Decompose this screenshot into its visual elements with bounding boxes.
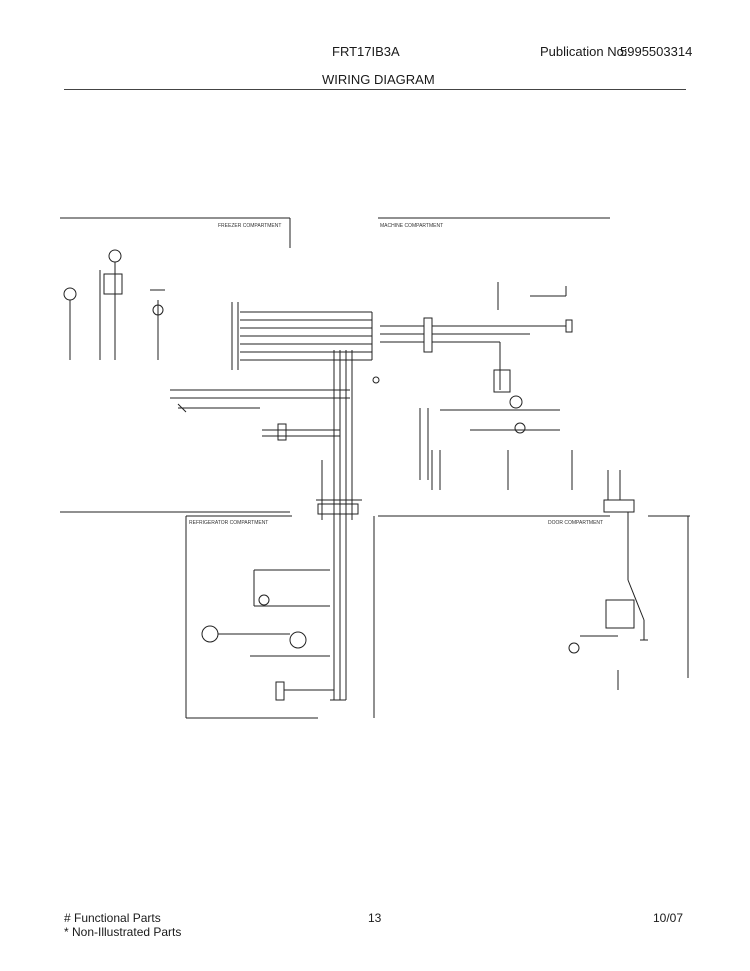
compressor-symbol [565, 319, 573, 333]
harness-connector-symbol [317, 503, 359, 515]
page-title: WIRING DIAGRAM [322, 72, 435, 87]
refrigerator-light-2-symbol [289, 631, 307, 649]
legend-functional-parts: # Functional Parts [64, 911, 161, 925]
machine-connector-symbol [423, 317, 433, 353]
defrost-heater-symbol [103, 273, 123, 295]
page-number: 13 [368, 911, 382, 925]
defrost-thermostat-symbol [63, 287, 77, 301]
section-borders [60, 217, 690, 719]
door-heater-symbol [605, 599, 635, 629]
freezer-components [63, 249, 372, 441]
refrigerator-section-label: REFRIGERATOR COMPARTMENT [189, 520, 268, 526]
condenser-fan-symbol [509, 395, 523, 409]
model-number: FRT17IB3A [332, 44, 400, 59]
damper-symbol [258, 594, 270, 606]
section-labels: FREEZER COMPARTMENT MACHINE COMPARTMENT … [189, 223, 603, 526]
machine-components [380, 282, 635, 513]
door-light-symbol [568, 642, 580, 654]
header-divider [64, 89, 686, 90]
refrigerator-door-switch-symbol [275, 681, 285, 701]
freezer-section-label: FREEZER COMPARTMENT [218, 223, 281, 229]
evaporator-fan-motor-symbol [108, 249, 122, 263]
power-cord-connector-symbol [603, 499, 635, 513]
relay-symbol [493, 369, 511, 393]
door-components [568, 512, 648, 690]
ground-symbol [372, 376, 380, 384]
overload-protector-symbol [514, 422, 526, 434]
freezer-control-symbol [277, 423, 287, 441]
refrigerator-components [201, 569, 346, 701]
refrigerator-light-symbol [201, 625, 219, 643]
door-section-label: DOOR COMPARTMENT [548, 520, 603, 526]
publication-number: 5995503314 [620, 44, 693, 59]
legend-non-illustrated-parts: * Non-Illustrated Parts [64, 925, 182, 939]
page-date: 10/07 [653, 911, 684, 925]
machine-section-label: MACHINE COMPARTMENT [380, 223, 443, 229]
main-bus [316, 312, 380, 700]
publication-label: Publication No: [540, 44, 628, 59]
